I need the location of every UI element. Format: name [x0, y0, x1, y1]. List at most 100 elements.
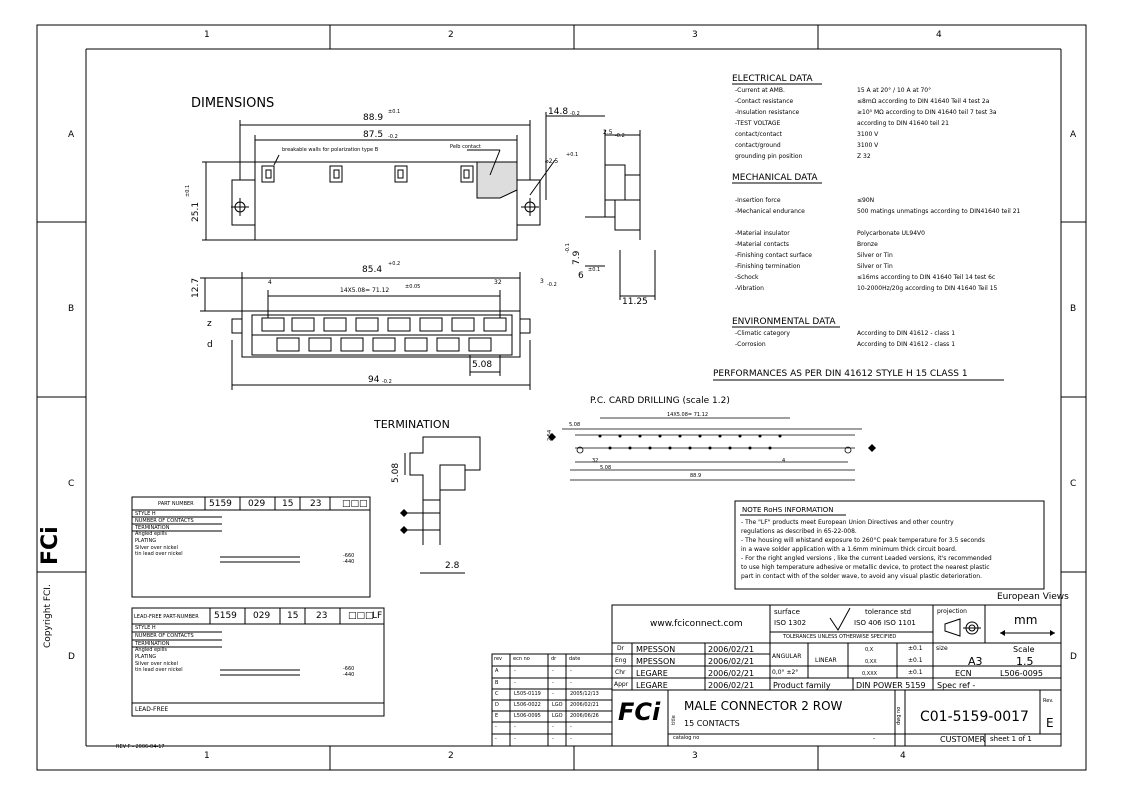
breakable-note: breakable walls for polarization type B — [282, 147, 379, 153]
copyright-text: Copyright FCI. — [43, 584, 53, 648]
pin-last: 32 — [494, 279, 502, 286]
rev-table-cell: - — [570, 736, 572, 742]
termination-dim-5-08: 5.08 — [391, 462, 401, 483]
ecn-val: L506-0095 — [1000, 669, 1043, 678]
dwg-label: dwg no — [896, 706, 902, 725]
rohs-line: - The housing will whistand exposure to … — [741, 537, 985, 544]
zone-right-B: B — [1070, 304, 1077, 314]
rev-table-cell: 2005/12/13 — [570, 691, 599, 697]
pn-code-3: 15 — [282, 499, 294, 509]
catalog-label: catalog no — [673, 735, 700, 741]
scale-val: 1.5 — [1016, 655, 1034, 668]
angular-label: ANGULAR — [772, 653, 802, 660]
lf-termination: TERMINATION — [135, 641, 170, 647]
pn-style: STYLE H — [135, 511, 156, 517]
lin-0-tol: ±0.1 — [908, 645, 923, 652]
role-eng-name: MPESSON — [636, 657, 676, 666]
ecn-label: ECN — [955, 669, 972, 678]
rev-table-cell: - — [552, 680, 554, 686]
mechanical-row-label: -Finishing termination — [735, 263, 801, 270]
pn-contacts: NUMBER OF CONTACTS — [135, 518, 194, 524]
dim-14-8: 14.8 — [548, 107, 569, 117]
mechanical-row-label: -Schock — [735, 274, 759, 281]
rohs-title: NOTE RoHS INFORMATION — [742, 506, 834, 514]
rev-val: E — [1046, 716, 1054, 730]
pn-angled: Angled epills — [135, 531, 168, 537]
rev-table-cell: - — [552, 691, 554, 697]
tolerance-std: ISO 406 ISO 1101 — [854, 619, 916, 627]
pc-card-2-54: 2.54 — [547, 429, 553, 441]
rev-table-cell: - — [514, 668, 516, 674]
role-eng: Eng — [615, 657, 627, 664]
dim-pitch: 14X5.08= 71.12 — [340, 287, 390, 294]
row-z-label: z — [207, 319, 212, 329]
dim-85-4: 85.4 — [362, 265, 383, 275]
lf-code-1: 5159 — [214, 611, 237, 621]
lin-2: 0,XXX — [862, 671, 878, 677]
rev-table-cell: - — [514, 736, 516, 742]
pin-first: 4 — [268, 279, 272, 286]
rev-table-cell: - — [552, 668, 554, 674]
zone-top-3: 3 — [692, 30, 698, 40]
dim-5-08: 5.08 — [472, 360, 493, 370]
mechanical-row-label: -Mechanical endurance — [735, 208, 805, 215]
rev-table-header: rev — [494, 656, 502, 662]
dim-7-9: 7.9 — [572, 250, 582, 265]
dim-3-tol: -0.2 — [547, 282, 557, 288]
rev-table-cell: - — [570, 668, 572, 674]
rev-table-cell: - — [514, 724, 516, 730]
role-dr: Dr — [617, 645, 625, 652]
spec-ref: Spec ref - — [937, 681, 976, 690]
rev-table-cell: 2006/02/21 — [570, 702, 599, 708]
front-view-drawing — [202, 120, 541, 241]
electrical-row-label: -TEST VOLTAGE — [735, 120, 781, 127]
mechanical-row-label: -Material contacts — [735, 241, 790, 248]
termination-drawing — [403, 436, 481, 574]
fci-logo: FCi — [618, 698, 661, 726]
size-val: A3 — [968, 655, 983, 668]
mechanical-row-label: -Vibration — [735, 285, 764, 292]
rohs-line: to use high temperature adhesive or meta… — [741, 564, 990, 571]
mechanical-row-value: Silver or Tin — [857, 252, 893, 259]
role-appr-name: LEGARE — [636, 681, 668, 690]
angular-val: 0,0° ±2° — [772, 669, 799, 676]
pn-termination: TERMINATION — [135, 525, 170, 531]
dim-2-5: 2.5 — [603, 129, 613, 136]
rev-table-cell: - — [552, 736, 554, 742]
mechanical-row-value: 10-2000Hz/20g according to DIN 41640 Tei… — [857, 285, 998, 292]
mechanical-row-value: ≤90N — [857, 197, 875, 204]
european-views: European Views — [997, 592, 1069, 602]
rev-table-cell: L506-0095 — [514, 713, 541, 719]
dim-pitch-tol: ±0.05 — [405, 284, 421, 290]
pn-code-5: □□□ — [342, 499, 368, 509]
rev-table-cell: B — [495, 680, 499, 686]
role-chr-date: 2006/02/21 — [708, 669, 755, 678]
title-block-grid — [491, 604, 1062, 747]
rev-table-cell: A — [495, 668, 499, 674]
title-label: title — [671, 715, 677, 725]
rev-table-header: dr — [551, 656, 557, 662]
zone-bottom-2: 2 — [448, 751, 454, 761]
rev-table-cell: 2006/06/26 — [570, 713, 599, 719]
lf-opt1: -660 — [343, 666, 355, 672]
lin-2-tol: ±0.1 — [908, 669, 923, 676]
mechanical-row-label: -Finishing contact surface — [735, 252, 812, 259]
fci-logo-left: FCi — [38, 526, 63, 565]
zone-left-A: A — [68, 130, 75, 140]
lf-code-2: 029 — [253, 611, 271, 621]
role-eng-date: 2006/02/21 — [708, 657, 755, 666]
projection-symbol — [944, 618, 981, 637]
drawing-number: C01-5159-0017 — [920, 709, 1029, 725]
pc-card-title: P.C. CARD DRILLING (scale 1.2) — [590, 396, 730, 406]
mechanical-title: MECHANICAL DATA — [732, 173, 818, 183]
pc-card-88-9: 88.9 — [690, 473, 702, 479]
drawing-title: MALE CONNECTOR 2 ROW — [684, 699, 843, 713]
dim-phi-2-5-tol: +0.1 — [566, 152, 579, 158]
rev-table-cell: - — [570, 680, 572, 686]
lf-plating: PLATING — [135, 654, 157, 660]
units-mm: mm — [1014, 613, 1038, 627]
performances-note: PERFORMANCES AS PER DIN 41612 STYLE H 15… — [713, 369, 968, 379]
rev-table-cell: LGO — [552, 702, 563, 708]
rev-table-cell: C — [495, 691, 499, 697]
contact-row-d — [276, 337, 492, 352]
